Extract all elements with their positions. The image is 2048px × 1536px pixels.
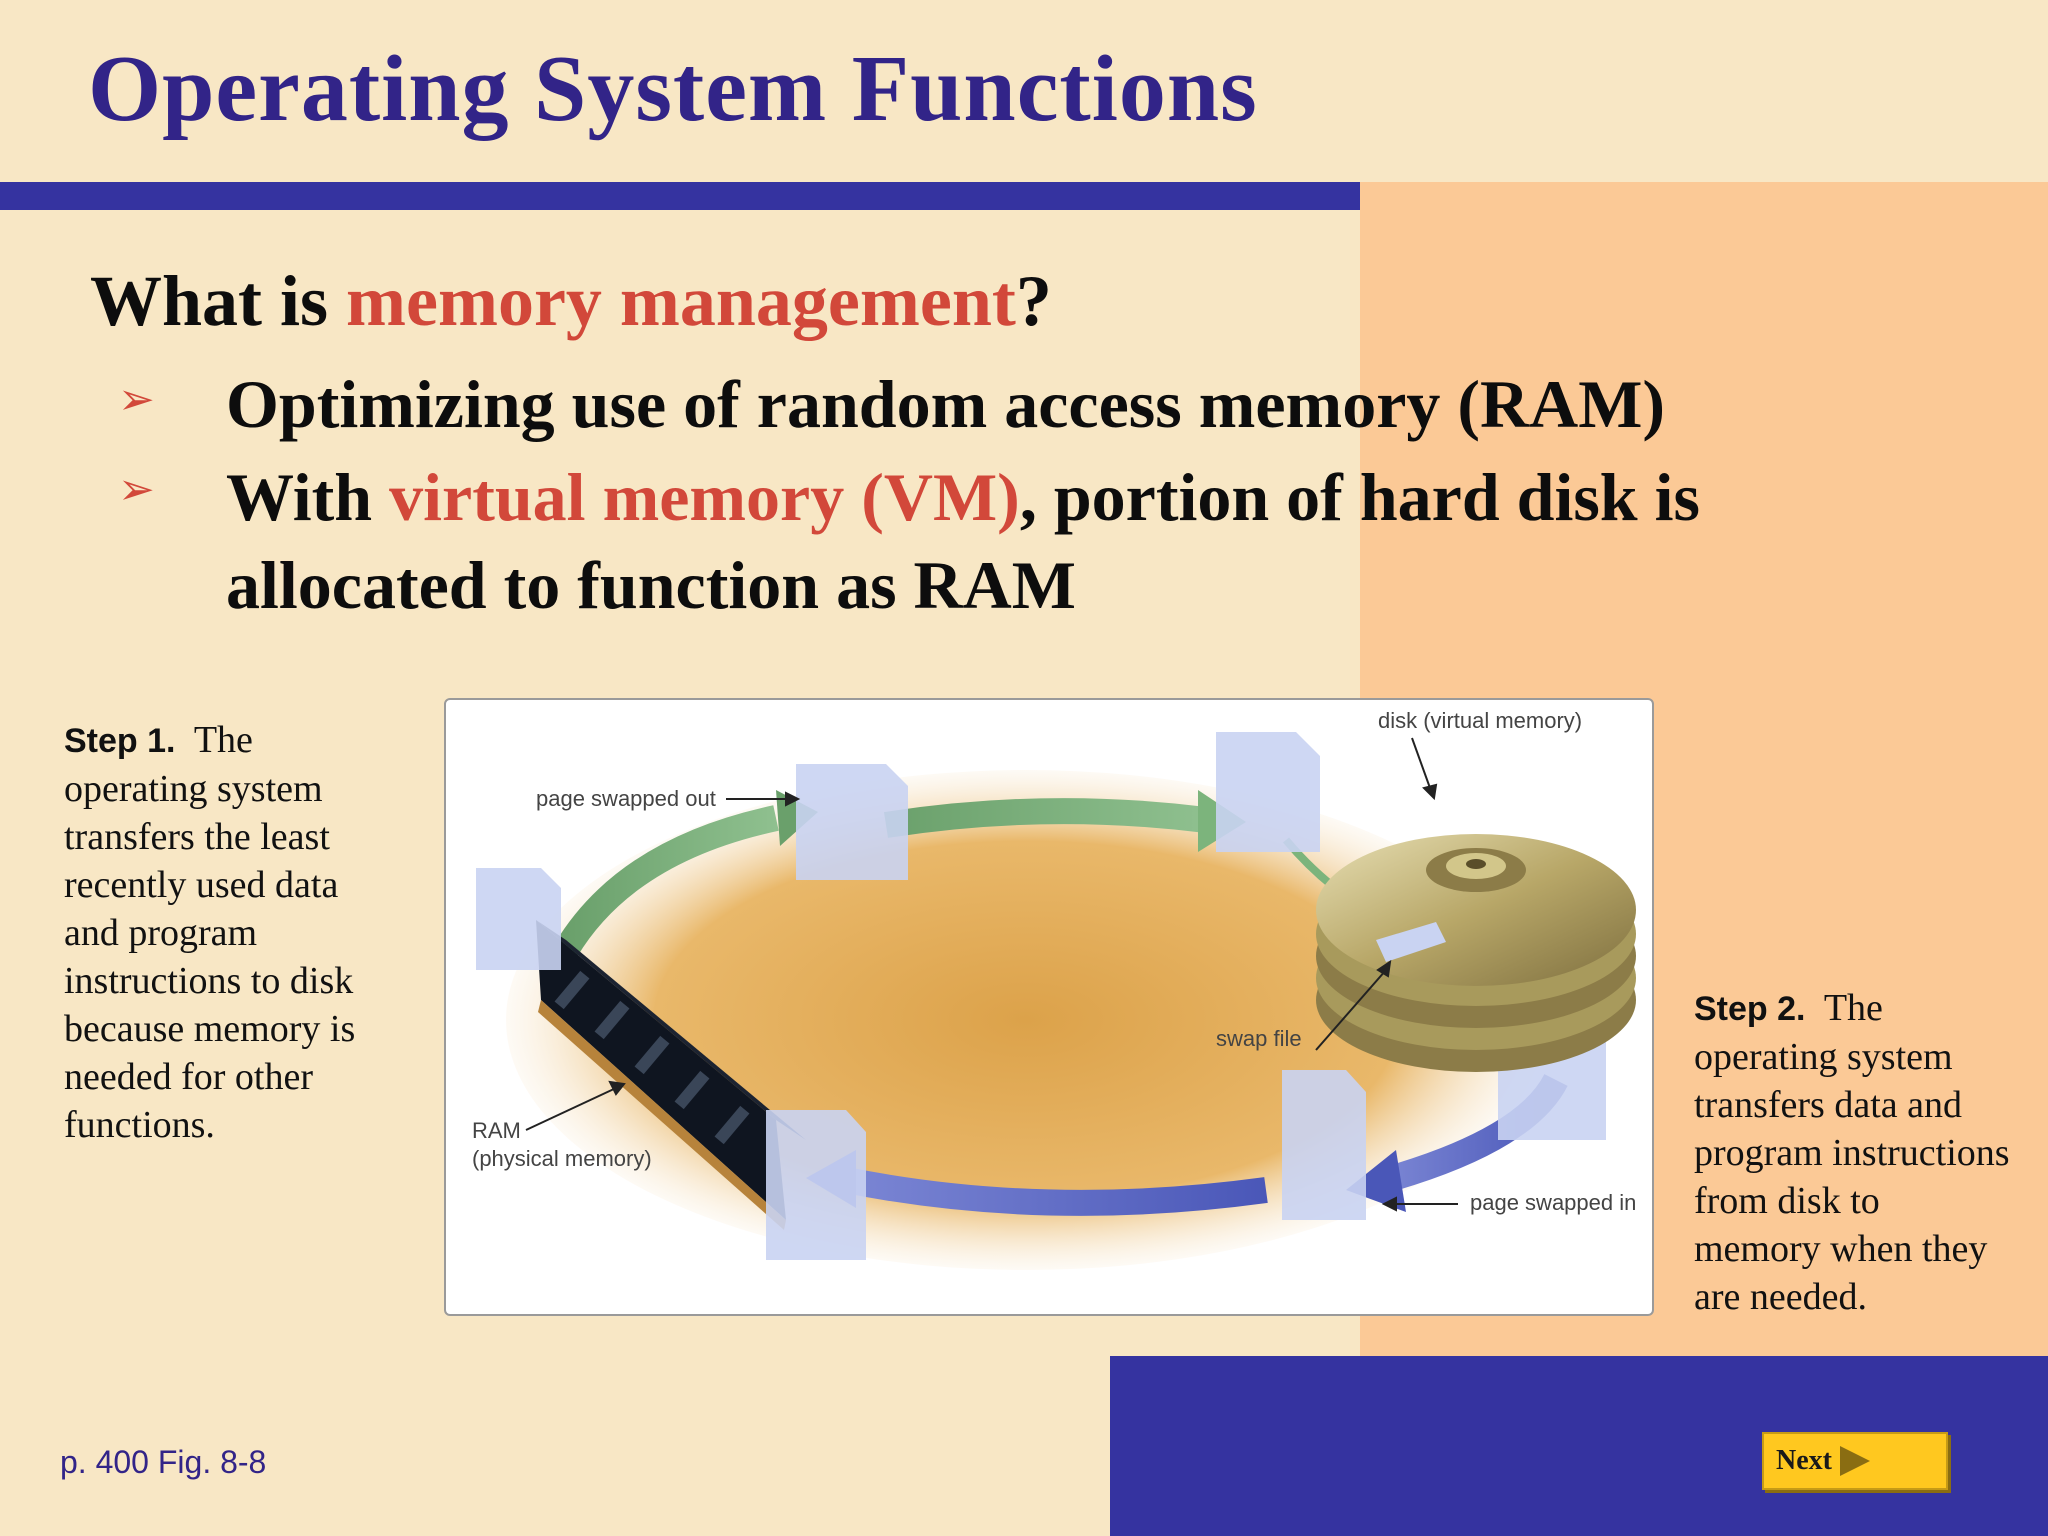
- swap-in-arrow-bottom: [843, 1167, 1268, 1216]
- step-2-line: memory when they: [1694, 1228, 1988, 1270]
- swap-in-arrowhead-right: [1346, 1150, 1406, 1212]
- label-swap-file: swap file: [1216, 1026, 1302, 1051]
- step-1-line: recently used data: [64, 864, 339, 906]
- bullet-2-line2: allocated to function as RAM: [226, 547, 1076, 623]
- bullet-1-text: Optimizing use of random access memory (…: [226, 366, 1666, 442]
- page-ram-top: [476, 868, 561, 970]
- page-swapped-out: [796, 764, 908, 880]
- step-2-line: are needed.: [1694, 1276, 1867, 1318]
- page-top-right: [1216, 732, 1320, 852]
- step-1-line: and program: [64, 912, 258, 954]
- bullet-2-highlight: virtual memory (VM): [389, 459, 1020, 535]
- step-2-line: transfers data and: [1694, 1084, 1962, 1126]
- figure-reference: p. 400 Fig. 8-8: [60, 1444, 267, 1480]
- step-2-lead: The: [1823, 987, 1883, 1029]
- step-1-lead: The: [193, 719, 253, 761]
- step-1-label: Step 1.: [64, 722, 176, 760]
- step-1-line: operating system: [64, 768, 323, 810]
- hard-disk: [1316, 834, 1636, 1072]
- label-disk-virtual-memory: disk (virtual memory): [1378, 708, 1583, 733]
- swap-file: [1376, 922, 1446, 962]
- virtual-memory-figure: page swapped out disk (virtual memory) s…: [444, 698, 1654, 1316]
- ram-module: [536, 920, 806, 1230]
- step-2-line: from disk to: [1694, 1180, 1880, 1222]
- question-highlight: memory management: [346, 261, 1016, 341]
- step-1-line: because memory is: [64, 1008, 356, 1050]
- title-underline-bar: [0, 182, 1360, 210]
- bullet-arrow-icon: ➢: [118, 374, 155, 425]
- play-arrow-icon: [1839, 1446, 1870, 1476]
- next-label: Next: [1776, 1445, 1832, 1476]
- swap-out-arrow-top: [883, 798, 1208, 838]
- page-swapped-in: [1282, 1070, 1366, 1220]
- question-suffix: ?: [1015, 261, 1052, 341]
- label-ram: RAM: [472, 1118, 521, 1143]
- slide-title: Operating System Functions: [88, 37, 1258, 141]
- step-2-description: Step 2. The operating system transfers d…: [1694, 984, 2044, 1321]
- step-1-description: Step 1. The operating system transfers t…: [64, 716, 404, 1149]
- swap-out-arrow: [554, 805, 779, 957]
- label-ram-physical: (physical memory): [472, 1146, 652, 1171]
- step-2-line: operating system: [1694, 1036, 1953, 1078]
- step-2-line: program instructions: [1694, 1132, 2010, 1174]
- step-1-first-line: Step 1. The: [64, 716, 404, 765]
- bullet-2-post: , portion of hard disk is: [1019, 459, 1700, 535]
- step-2-first-line: Step 2. The: [1694, 984, 2044, 1033]
- step-1-line: needed for other: [64, 1056, 313, 1098]
- question-heading: What is memory management?: [90, 261, 1052, 341]
- label-page-swapped-out: page swapped out: [536, 786, 716, 811]
- label-page-swapped-in: page swapped in: [1470, 1190, 1637, 1215]
- question-prefix: What is: [90, 261, 347, 341]
- bullet-arrow-icon: ➢: [118, 464, 155, 515]
- step-1-line: functions.: [64, 1104, 215, 1146]
- step-1-line: transfers the least: [64, 816, 330, 858]
- step-1-line: instructions to disk: [64, 960, 354, 1002]
- virtual-memory-illustration: [476, 732, 1636, 1270]
- step-2-label: Step 2.: [1694, 990, 1806, 1028]
- bullet-2-text: With virtual memory (VM), portion of har…: [226, 453, 1700, 541]
- next-button[interactable]: Next: [1762, 1432, 1948, 1490]
- page-ram-bottom: [766, 1110, 866, 1260]
- bullet-2-pre: With: [226, 459, 390, 535]
